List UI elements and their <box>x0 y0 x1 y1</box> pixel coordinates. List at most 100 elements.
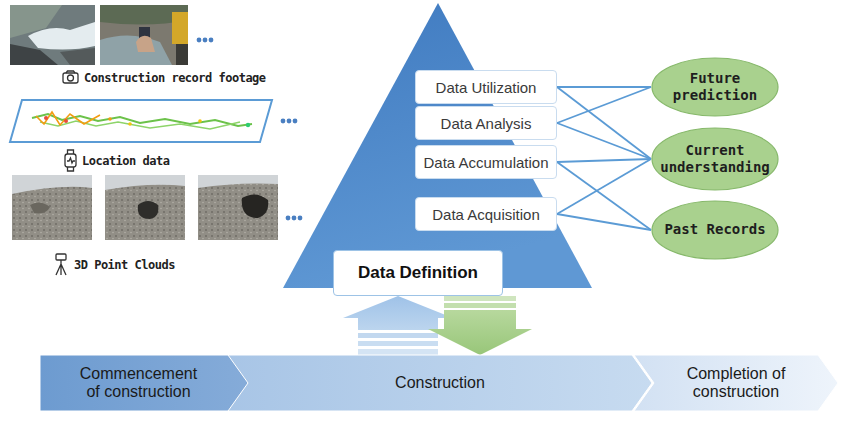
point-cloud-image <box>105 175 185 240</box>
more-dots <box>209 38 214 43</box>
connector-line <box>557 123 651 159</box>
caption: 3D Point Clouds <box>74 258 175 272</box>
connector-line <box>557 87 651 123</box>
point-cloud-image <box>242 194 268 218</box>
more-dots <box>281 119 298 124</box>
more-dots <box>292 216 297 221</box>
footage-photo <box>100 35 172 65</box>
pyramid <box>283 3 592 288</box>
location-map <box>64 119 68 123</box>
more-dots <box>286 216 303 221</box>
chevron-label: Construction <box>395 374 485 392</box>
chevron-shape <box>634 355 838 411</box>
connector-line <box>557 159 651 214</box>
camera-icon <box>68 75 74 81</box>
point-cloud-image <box>105 175 185 240</box>
point-cloud-image <box>198 175 278 188</box>
location-map <box>10 100 272 142</box>
ellipse-shape <box>652 201 778 259</box>
chevron-label: Completion of construction <box>674 365 799 402</box>
box-label: Data Utilization <box>436 79 537 96</box>
chevron-shape <box>228 355 652 411</box>
box-label: Data Analysis <box>441 115 532 132</box>
location-map <box>44 116 48 120</box>
more-dots <box>281 119 286 124</box>
point-cloud-image <box>198 175 278 240</box>
block-arrow <box>343 296 453 355</box>
tripod-icon <box>56 254 66 275</box>
ellipse-shape <box>652 58 778 116</box>
footage-photo <box>100 5 188 65</box>
camera-icon <box>63 73 78 83</box>
tripod-icon <box>56 254 66 260</box>
box-label: Data Acquisition <box>432 206 540 223</box>
point-cloud-image <box>12 175 92 194</box>
camera-icon <box>66 71 75 73</box>
footage-photo <box>28 22 95 50</box>
outcome-ellipse: Future prediction <box>651 57 779 117</box>
connector-line <box>557 159 651 162</box>
definition-box: Data Definition <box>333 250 503 296</box>
more-dots <box>298 216 303 221</box>
more-dots <box>286 216 291 221</box>
ellipse-label: Future prediction <box>659 70 771 105</box>
point-cloud-image <box>105 175 185 190</box>
outcome-ellipse: Current understanding <box>651 127 779 191</box>
location-map <box>108 117 112 121</box>
location-map <box>198 119 202 123</box>
point-cloud-image <box>12 175 92 240</box>
chevron-label: Commencement of construction <box>76 365 201 402</box>
phase-chevron: Completion of construction <box>634 355 838 411</box>
more-dots <box>287 119 292 124</box>
watch-icon <box>65 154 76 167</box>
point-cloud-image <box>138 201 159 219</box>
more-dots <box>197 38 214 43</box>
point-cloud-image <box>198 175 278 240</box>
process-box: Data Acquisition <box>415 197 557 231</box>
location-map <box>40 121 240 129</box>
footage-photo <box>60 48 95 65</box>
point-cloud-image <box>12 175 92 240</box>
location-map <box>36 112 100 125</box>
more-dots <box>197 38 202 43</box>
caption: Construction record footage <box>84 71 266 85</box>
caption: Location data <box>82 154 169 168</box>
box-label: Data Definition <box>358 263 478 283</box>
ellipse-label: Past Records <box>664 221 765 239</box>
location-map <box>246 123 250 127</box>
point-cloud-image <box>30 202 50 213</box>
connector-line <box>557 86 651 88</box>
footage-photo <box>100 5 188 65</box>
connector-line <box>557 87 651 159</box>
footage-photo <box>136 36 155 52</box>
ellipse-shape <box>652 128 778 190</box>
footage-photo <box>10 5 95 65</box>
phase-chevron: Commencement of construction <box>40 355 255 411</box>
box-label: Data Accumulation <box>423 154 548 171</box>
footage-photo <box>172 12 188 44</box>
footage-photo <box>10 5 95 65</box>
ellipse-label: Current understanding <box>659 142 771 177</box>
more-dots <box>293 119 298 124</box>
chevron-shape <box>40 355 255 411</box>
location-map <box>10 100 272 142</box>
watch-icon <box>65 150 76 171</box>
process-box: Data Utilization <box>415 70 557 104</box>
outcome-ellipse: Past Records <box>651 200 779 260</box>
connector-line <box>557 214 651 230</box>
tripod-icon <box>56 260 66 275</box>
block-arrow <box>428 296 532 355</box>
process-box: Data Accumulation <box>415 145 557 179</box>
phase-chevron: Construction <box>228 355 652 411</box>
process-box: Data Analysis <box>415 106 557 140</box>
connector-line <box>557 162 651 230</box>
location-map <box>128 122 132 126</box>
footage-photo <box>10 44 58 65</box>
camera-icon <box>63 71 78 83</box>
more-dots <box>203 38 208 43</box>
footage-photo <box>176 44 188 65</box>
watch-icon <box>67 158 75 163</box>
